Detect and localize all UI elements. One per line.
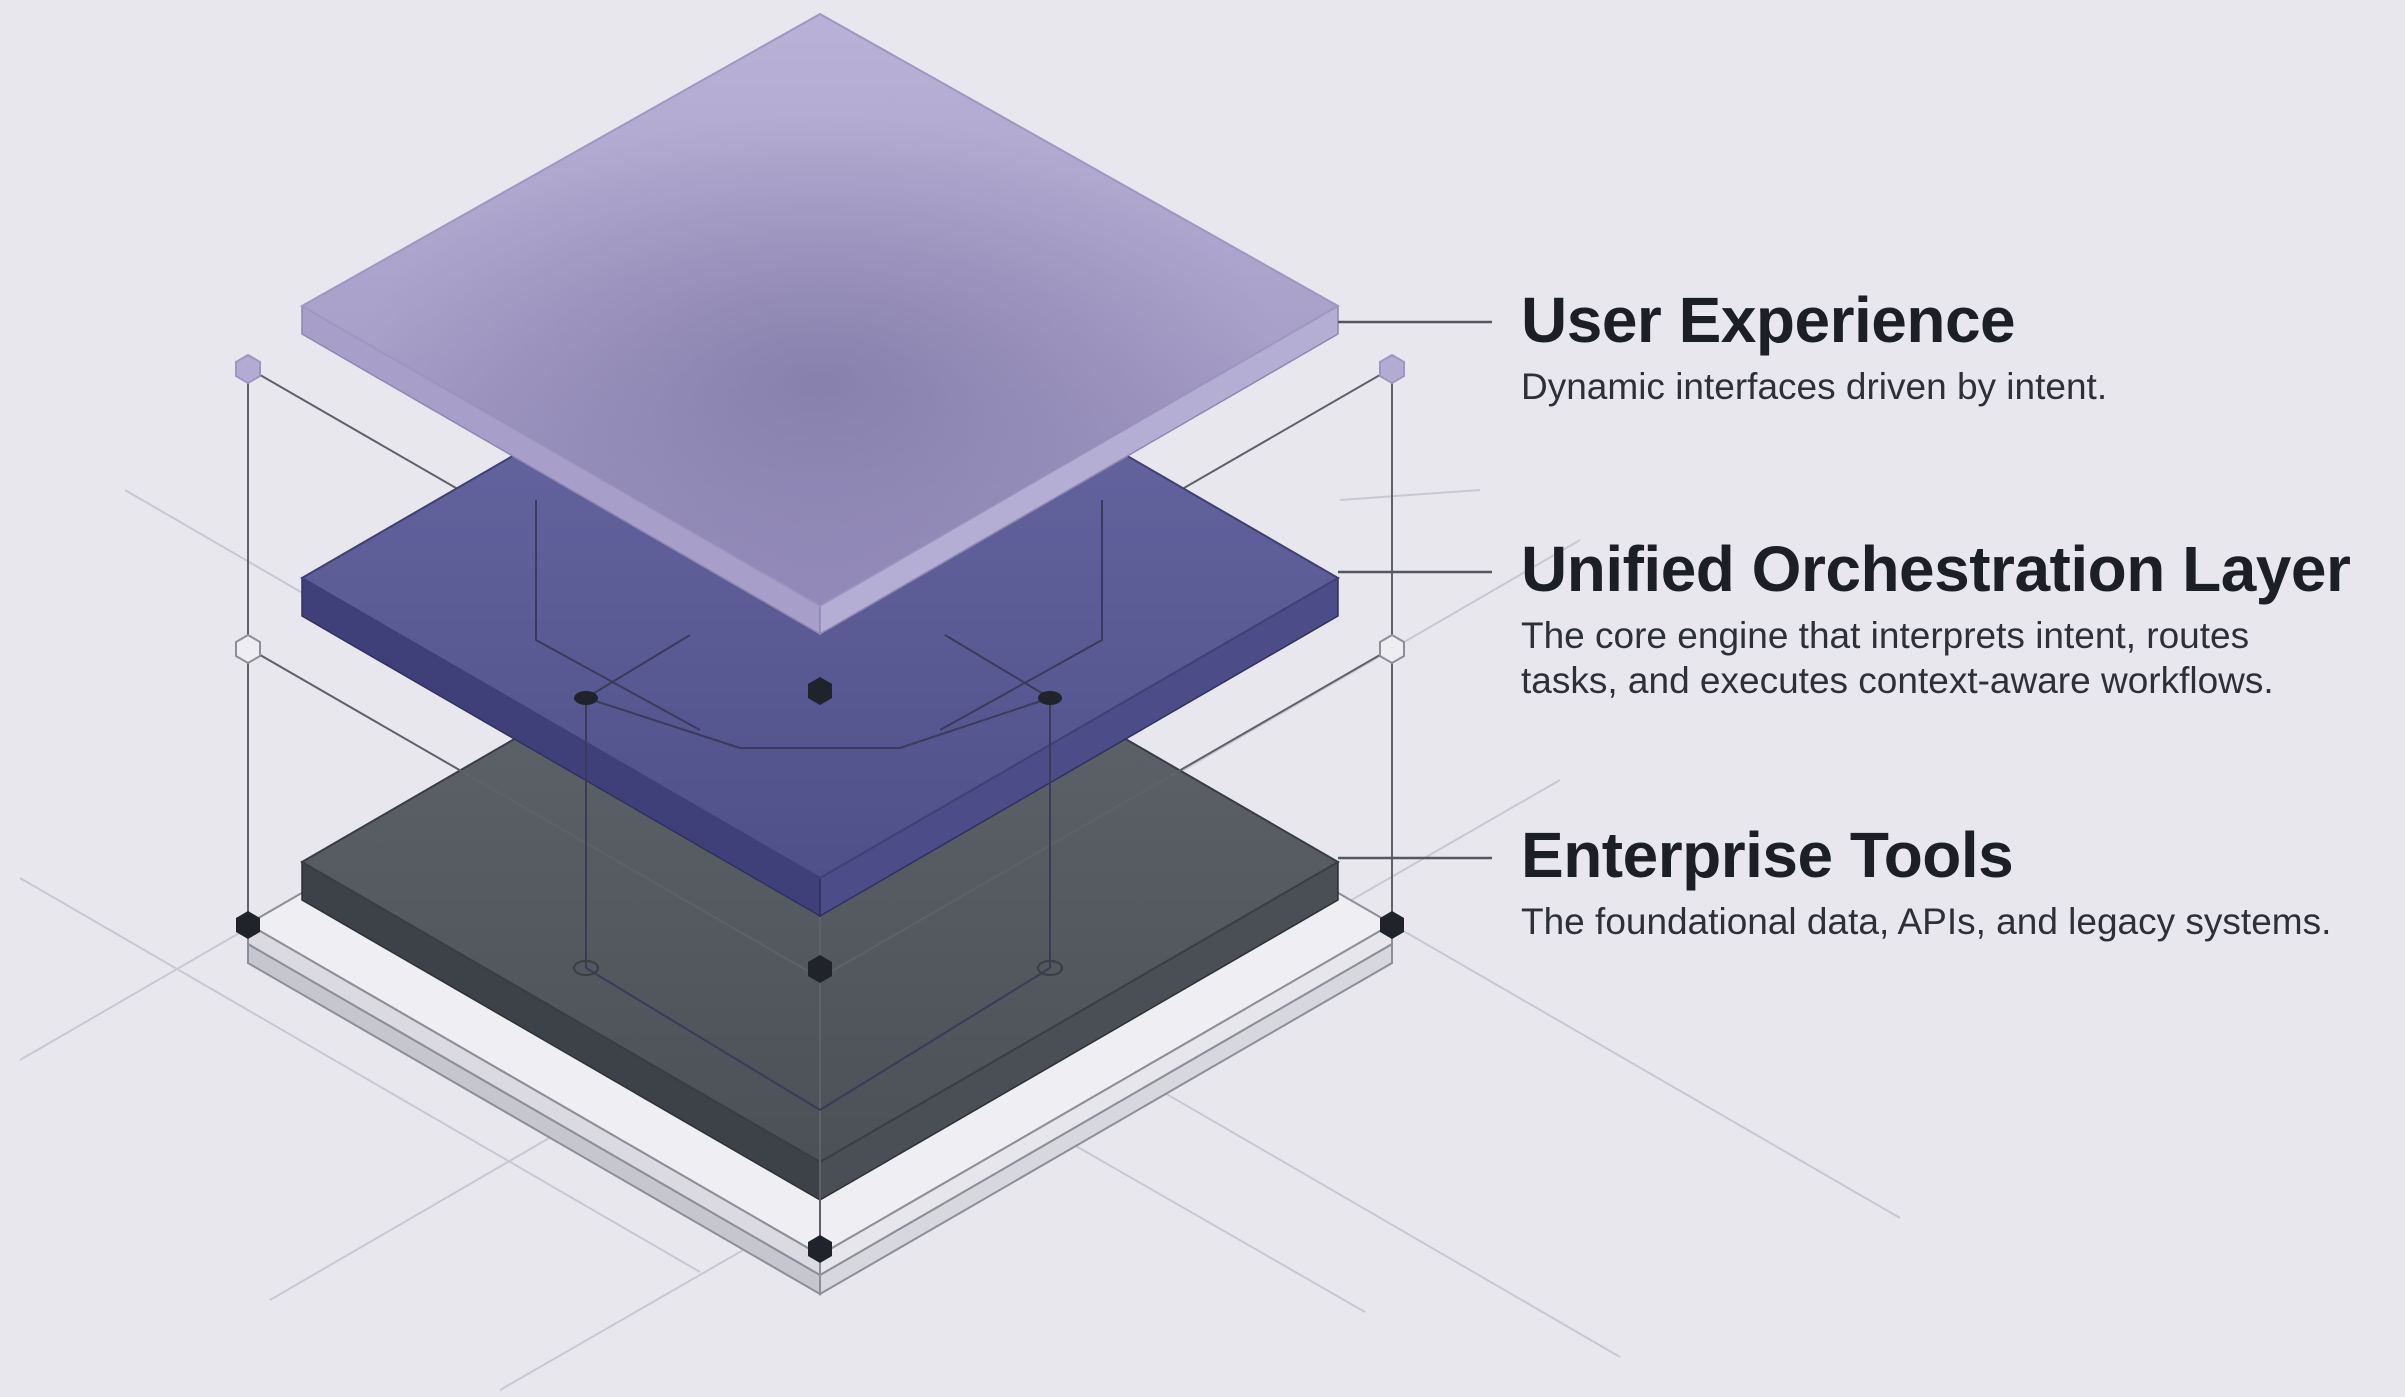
node-marker (808, 955, 832, 983)
node-marker (808, 677, 832, 705)
enterprise-tools-title: Enterprise Tools (1521, 819, 2014, 891)
node-marker (235, 633, 261, 665)
node-marker (236, 911, 260, 939)
floor-grid-line (1349, 899, 1901, 1219)
enterprise-tools-description: The foundational data, APIs, and legacy … (1521, 901, 2332, 942)
orchestration-title: Unified Orchestration Layer (1521, 533, 2351, 605)
enterprise-tools-label: Enterprise Tools The foundational data, … (1521, 817, 2401, 944)
floor-grid-line (19, 877, 701, 1273)
node-marker (1380, 911, 1404, 939)
node-marker (573, 960, 599, 976)
node-marker (808, 1235, 832, 1263)
node-marker (1037, 960, 1063, 976)
node-marker (574, 691, 598, 705)
leader-lines (1338, 320, 1492, 860)
user-experience-label: User Experience Dynamic interfaces drive… (1521, 282, 2401, 409)
user-experience-title: User Experience (1521, 284, 2016, 356)
node-marker (235, 353, 261, 385)
orchestration-description: The core engine that interprets intent, … (1521, 615, 2274, 701)
node-markers (235, 353, 1405, 1263)
node-marker (1379, 633, 1405, 665)
user-experience-slab (299, 12, 1341, 636)
node-marker (1379, 353, 1405, 385)
floor-grid-line (1339, 489, 1481, 501)
routing-lines (535, 500, 1103, 1111)
node-marker (1038, 691, 1062, 705)
orchestration-label: Unified Orchestration Layer The core eng… (1521, 531, 2401, 703)
user-experience-description: Dynamic interfaces driven by intent. (1521, 366, 2108, 407)
